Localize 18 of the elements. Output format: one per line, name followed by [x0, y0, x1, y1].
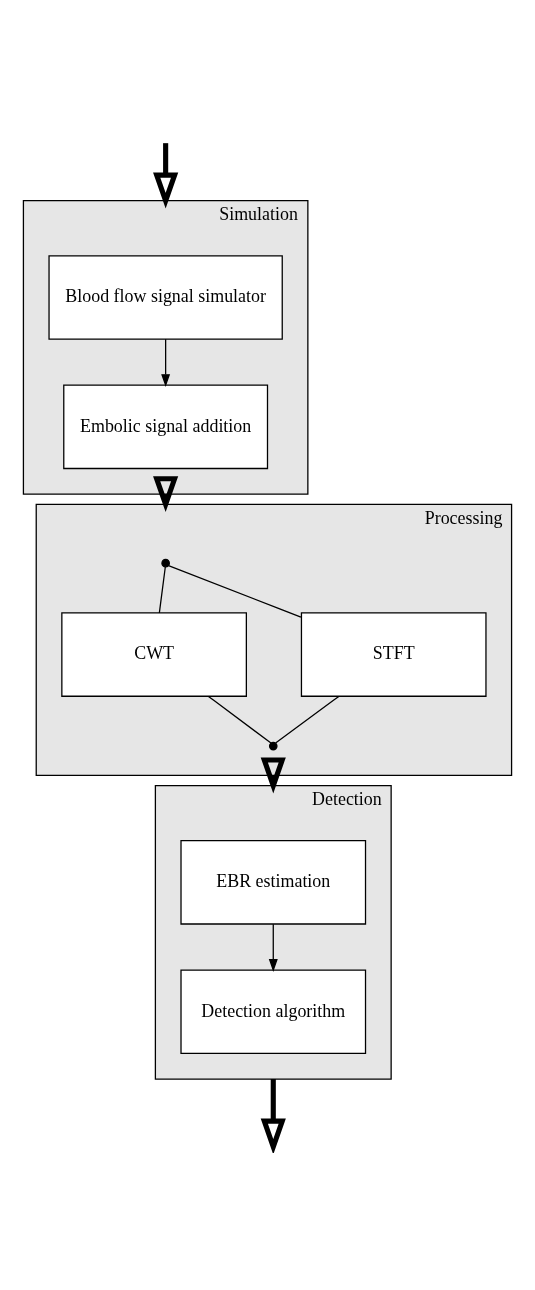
arrow: [260, 757, 286, 794]
node-box: CWT: [61, 612, 247, 697]
connector: [207, 695, 272, 744]
arrow: [153, 143, 179, 209]
node-box: STFT: [300, 612, 487, 697]
node-box: EBR estimation: [180, 840, 367, 925]
connector: [158, 566, 166, 614]
arrow: [153, 476, 179, 513]
connector: [274, 695, 340, 744]
arrow: [260, 1079, 286, 1153]
arrow: [268, 923, 278, 972]
node-box: Detection algorithm: [180, 969, 367, 1055]
node-box: Blood flow signal simulator: [48, 255, 283, 340]
node-switch: [161, 558, 170, 568]
node-box: Embolic signal addition: [63, 384, 269, 470]
node-switch: [268, 741, 278, 751]
connector: [167, 564, 302, 618]
arrow: [161, 338, 171, 387]
